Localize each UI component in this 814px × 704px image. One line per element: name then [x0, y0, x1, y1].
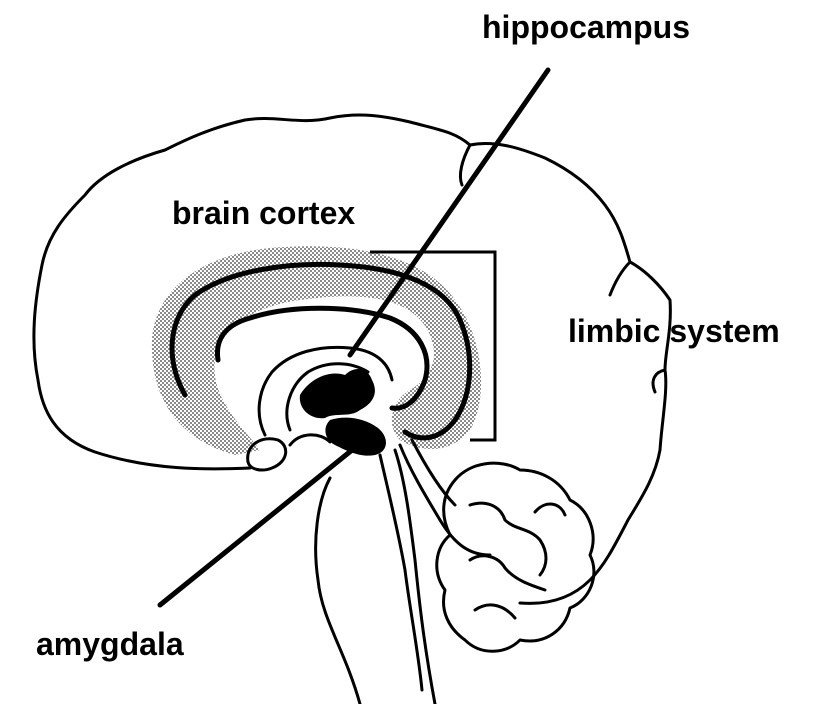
label-limbic-system: limbic system	[568, 313, 780, 349]
label-amygdala: amygdala	[36, 626, 184, 662]
brainstem	[395, 450, 435, 704]
inner-loop	[248, 439, 286, 470]
thalamus-dark	[300, 369, 375, 418]
cerebellum-folia	[475, 605, 515, 618]
label-hippocampus: hippocampus	[482, 9, 690, 45]
cerebellum-folia	[470, 556, 545, 590]
brainstem-tract	[412, 440, 455, 505]
cerebrum-outline	[34, 115, 670, 603]
limbic-shading	[152, 246, 481, 455]
cerebellum-folia	[535, 504, 565, 515]
cerebellum	[437, 463, 594, 651]
inner-loop	[290, 435, 330, 445]
brainstem	[316, 478, 360, 704]
cortex-wrinkle	[460, 145, 470, 185]
label-brain-cortex: brain cortex	[172, 195, 355, 231]
cortex-wrinkle	[653, 370, 665, 392]
amygdala-pointer	[160, 442, 362, 605]
cerebellum-folia	[470, 503, 546, 575]
cortex-wrinkle	[610, 262, 630, 295]
